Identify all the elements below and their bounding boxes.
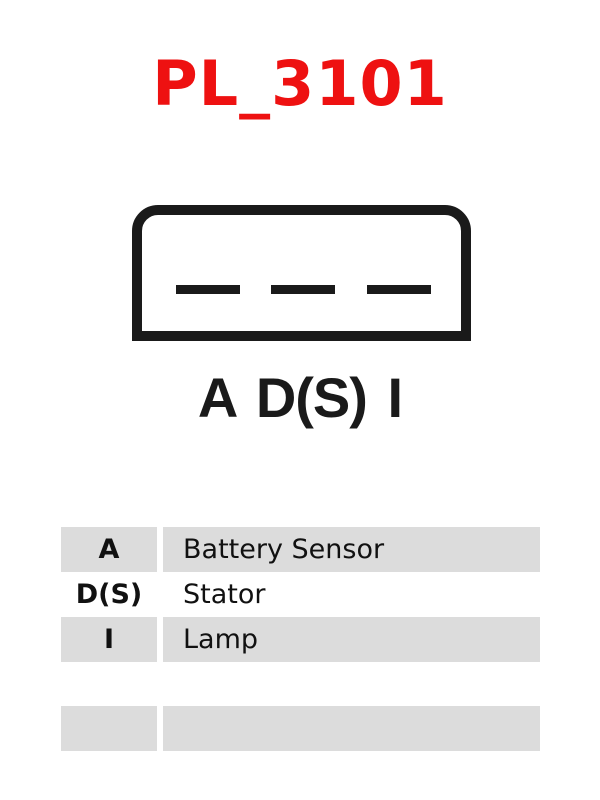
pin-labels: A D(S) I	[197, 366, 403, 429]
pin-description: Battery Sensor	[163, 527, 540, 572]
table-row-empty	[61, 662, 541, 707]
table-row: A Battery Sensor	[61, 527, 541, 572]
pin-key: A	[61, 527, 157, 572]
part-number-title: PL_3101	[152, 47, 448, 120]
pin-a-icon	[176, 285, 240, 294]
pin-key: I	[61, 617, 157, 662]
pin-i-icon	[367, 285, 431, 294]
table-row: I Lamp	[61, 617, 541, 662]
pin-ds-icon	[271, 285, 335, 294]
connector-diagram	[132, 205, 471, 341]
pin-description: Stator	[183, 579, 266, 610]
pin-description	[163, 706, 540, 751]
table-row: D(S) Stator	[61, 572, 541, 617]
table-row-empty	[61, 706, 541, 751]
pin-key	[61, 662, 157, 707]
pin-key: D(S)	[75, 579, 143, 610]
pin-description: Lamp	[163, 617, 540, 662]
pin-key	[61, 706, 157, 751]
pin-description	[163, 662, 540, 707]
